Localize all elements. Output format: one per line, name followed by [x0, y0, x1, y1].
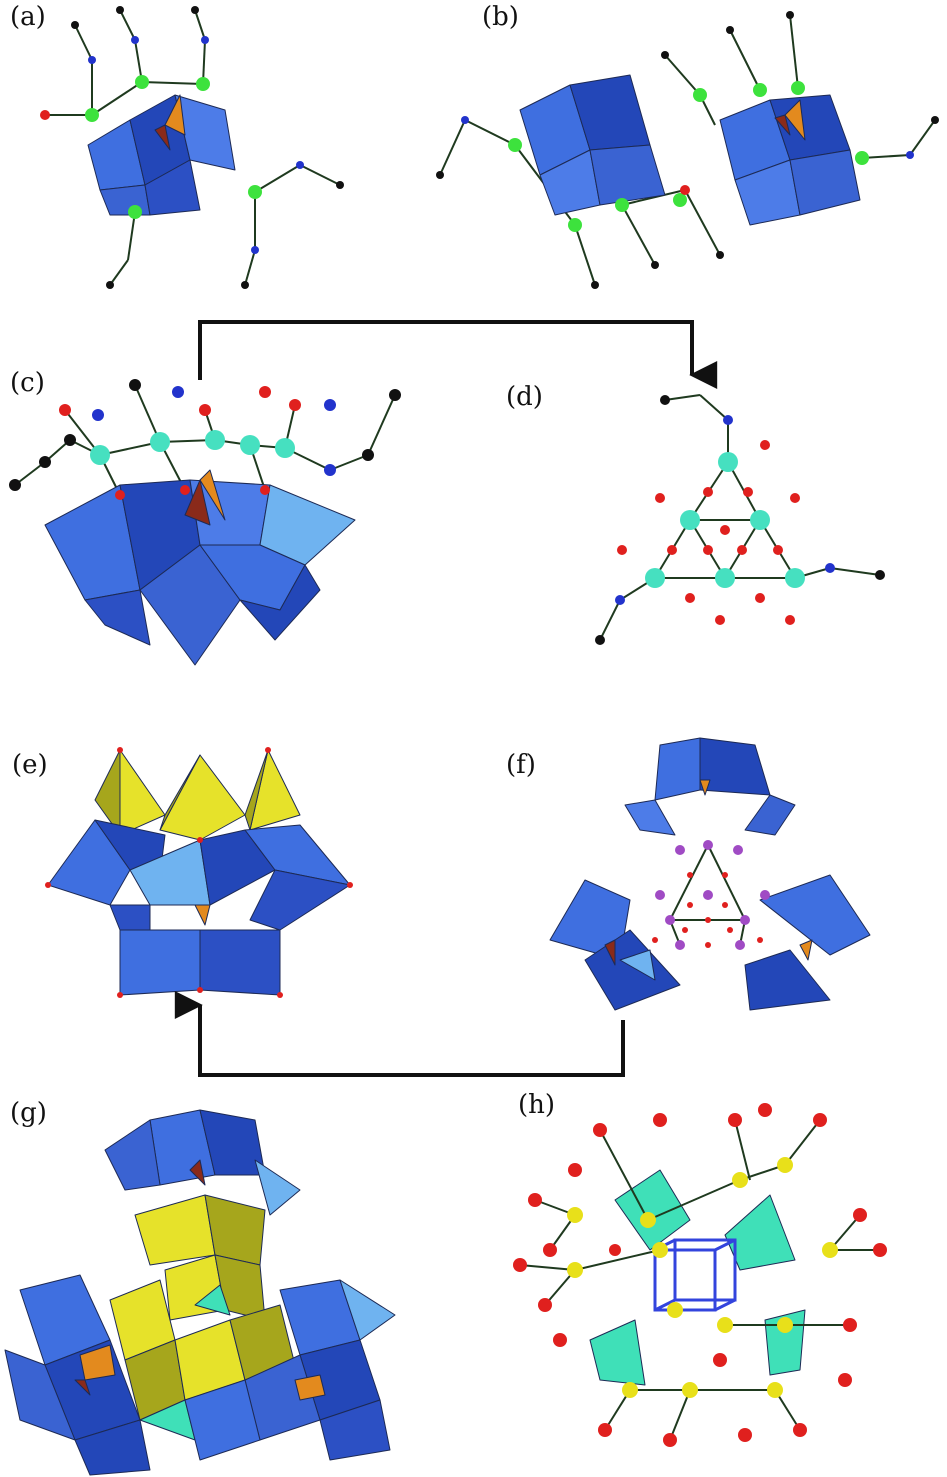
panel-a-atoms [40, 6, 344, 289]
panel-a-ligand-bonds [45, 9, 341, 286]
panel-b-atoms [436, 11, 939, 289]
panel-b-bonds [439, 14, 936, 286]
panel-c-structure [9, 379, 401, 666]
panel-label-e: (e) [12, 750, 48, 780]
panel-label-c: (c) [10, 368, 45, 398]
panel-b-polyhedra [519, 74, 861, 226]
panel-label-d: (d) [506, 382, 543, 412]
panel-a-polyhedra [87, 94, 236, 216]
arrow-f-to-e [174, 991, 625, 1077]
panel-c-polyhedra [44, 469, 356, 666]
panel-h-atoms [513, 1103, 887, 1447]
panel-a-structure [40, 6, 344, 289]
panel-d-structure [595, 394, 885, 645]
panel-d-atoms [595, 395, 885, 645]
panel-g-structure [4, 1109, 396, 1476]
panel-c-atoms [9, 379, 401, 500]
panel-label-g: (g) [10, 1098, 47, 1128]
panel-label-f: (f) [506, 750, 536, 780]
panel-f-structure [549, 737, 871, 1011]
panel-label-h: (h) [518, 1090, 556, 1120]
arrow-c-to-d [198, 320, 718, 389]
panel-label-a: (a) [10, 2, 46, 32]
panel-label-b: (b) [482, 2, 519, 32]
panel-b-structure [436, 11, 939, 289]
panel-d-bonds [599, 394, 881, 641]
panel-f-atoms [652, 840, 770, 950]
panel-e-structure [45, 747, 353, 998]
panel-h-structure [513, 1103, 887, 1447]
